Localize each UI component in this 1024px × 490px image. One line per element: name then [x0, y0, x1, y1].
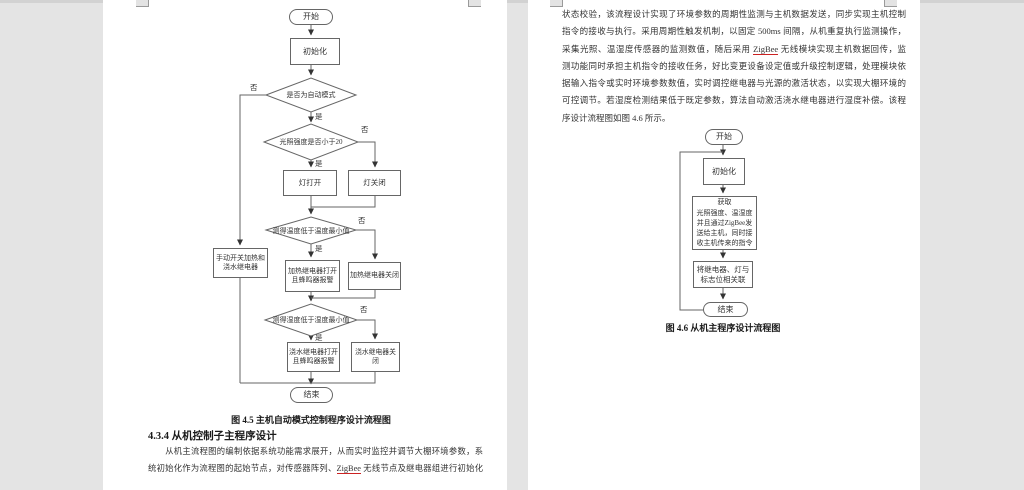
node-water-relay-off: 浇水继电器关闭	[351, 342, 400, 372]
decision-diamond-shape	[264, 216, 358, 245]
node-heat-relay-on: 加热继电器打开 且蜂鸣器报警	[285, 260, 340, 292]
node-start: 开始	[705, 129, 743, 145]
node-acquire-send: 获取 光照强度、温湿度 并且通过ZigBee发 送给主机，同时接 收主机传来的指…	[692, 196, 757, 250]
node-light-on: 灯打开	[283, 170, 337, 196]
flowchart-4-5-connectors	[237, 24, 378, 385]
node-water-relay-on: 浇水继电器打开 且蜂鸣器报警	[287, 342, 340, 372]
crop-mark-top-left	[550, 0, 563, 7]
decision-diamond-shape	[264, 77, 358, 113]
node-init: 初始化	[290, 38, 340, 65]
text-line: 测功能同时承担主机指令的接收任务，好比变更设备设定值或升级控制逻辑，处理模块依	[562, 60, 906, 71]
branch-label-no: 否	[250, 83, 258, 92]
node-init: 初始化	[703, 158, 745, 185]
decision-diamond-shape	[263, 303, 359, 337]
decision-diamond-shape	[262, 123, 360, 161]
node-end: 结束	[290, 387, 333, 403]
text-line: 从机主流程图的编制依据系统功能需求展开，从而实时监控并调节大棚环境参数，系	[148, 447, 483, 456]
flowchart-4-6-connectors	[679, 145, 726, 311]
node-heat-relay-off: 加热继电器关闭	[348, 262, 401, 290]
spellcheck-underline: ZigBee	[336, 464, 361, 475]
node-light-off: 灯关闭	[348, 170, 401, 196]
decision-temp-low: 测得温度低于温度最小值	[272, 226, 350, 235]
spellcheck-underline: ZigBee	[753, 43, 779, 55]
crop-mark-top-left	[136, 0, 149, 7]
node-end: 结束	[703, 302, 748, 317]
window-top-edge	[0, 0, 1024, 3]
page-2: 状态校验，该流程设计实现了环境参数的周期性监测与主机数据发送，同步实现主机控制指…	[528, 0, 920, 490]
branch-label-yes: 是	[315, 333, 323, 342]
text-line: 统初始化作为流程图的起始节点，对传感器阵列、ZigBee 无线节点及继电器组进行…	[148, 464, 483, 475]
text-line: 状态校验，该流程设计实现了环境参数的周期性监测与主机数据发送，同步实现主机控制	[562, 9, 906, 19]
figure-4-5-caption: 图 4.5 主机自动模式控制程序设计流程图	[231, 415, 391, 425]
branch-label-yes: 是	[315, 244, 323, 253]
branch-label-yes: 是	[315, 159, 323, 168]
branch-label-no: 否	[358, 216, 366, 225]
crop-mark-top-right	[884, 0, 897, 7]
page-1: 开始 初始化 是否为自动模式 光照强度是否小于20 测得温度低于温度最小值 测得…	[103, 0, 507, 490]
node-manual-switch: 手动开关加热和 浇水继电器	[213, 248, 268, 278]
text-line: 指令的接收与执行。采用周期性触发机制，以固定 500ms 间隔，从机重复执行监测…	[562, 26, 906, 37]
figure-4-6-caption: 图 4.6 从机主程序设计流程图	[665, 323, 781, 333]
text-line: 序设计流程图如图 4.6 所示。	[562, 112, 671, 123]
decision-auto-mode: 是否为自动模式	[286, 91, 336, 99]
decision-light-lt-20: 光照强度是否小于20	[279, 138, 343, 146]
crop-mark-top-right	[468, 0, 481, 7]
text-line: 据输入指令或实时环境参数数值，实时调控继电器与光源的激活状态，以实现大棚环境的	[562, 78, 906, 89]
branch-label-no: 否	[361, 125, 369, 134]
decision-humidity-low: 测得湿度低于湿度最小值	[272, 316, 350, 324]
section-heading-4-3-4: 4.3.4 从机控制子主程序设计	[148, 431, 277, 442]
node-relate-flags: 将继电器、灯与 标志位相关联	[693, 261, 753, 288]
branch-label-no: 否	[360, 305, 368, 314]
text-line: 采集光照、温湿度传感器的监测数值，随后采用 ZigBee 无线模块实现主机数据回…	[562, 43, 906, 55]
node-start: 开始	[289, 9, 333, 25]
branch-label-yes: 是	[315, 112, 323, 121]
text-line: 可控调节。若湿度检测结果低于既定参数，算法自动激活浇水继电器进行湿度补偿。该程	[562, 95, 906, 106]
page1-paragraph: 从机主流程图的编制依据系统功能需求展开，从而实时监控并调节大棚环境参数，系统初始…	[148, 443, 483, 477]
page2-paragraph: 状态校验，该流程设计实现了环境参数的周期性监测与主机数据发送，同步实现主机控制指…	[562, 6, 906, 127]
